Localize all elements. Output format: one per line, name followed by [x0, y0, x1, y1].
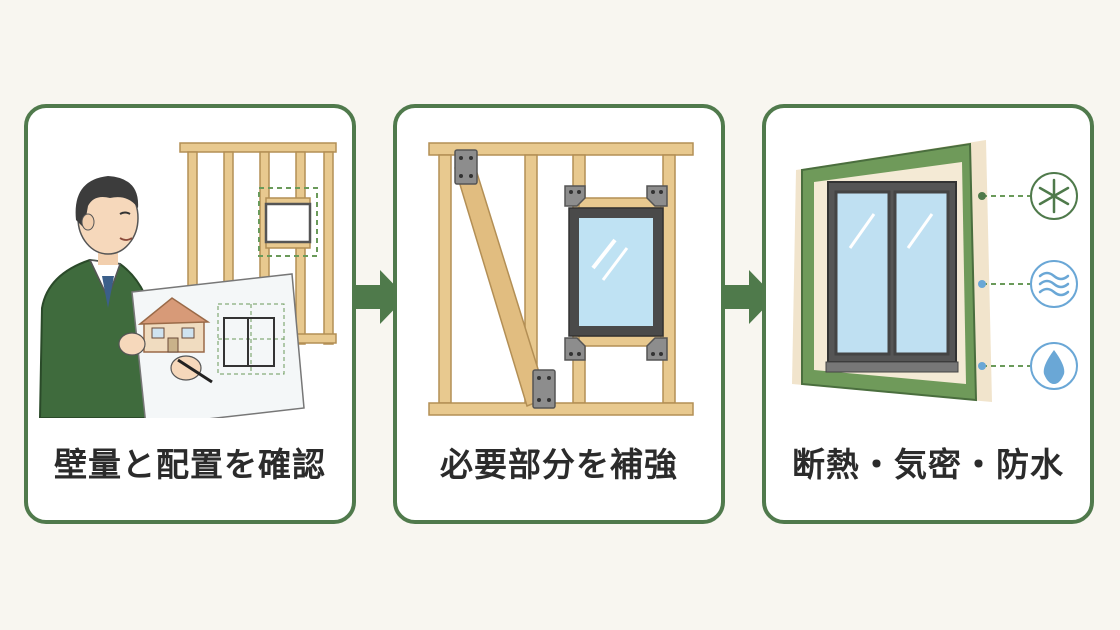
step-card-3: 断熱・気密・防水 — [762, 104, 1094, 524]
window-insulation-illustration — [792, 140, 1078, 402]
inspector-illustration — [38, 142, 337, 418]
water-drop-icon — [1030, 342, 1078, 390]
step-card-2: 必要部分を補強 — [393, 104, 725, 524]
step-card-1: 壁量と配置を確認 — [24, 104, 356, 524]
snowflake-icon — [1030, 172, 1078, 220]
reinforcement-illustration — [428, 142, 694, 416]
insulated-window — [801, 142, 978, 402]
blueprint-sheet — [131, 273, 305, 418]
step-label: 必要部分を補強 — [440, 445, 678, 484]
step-label: 壁量と配置を確認 — [54, 445, 326, 484]
reinforced-frame — [428, 142, 694, 416]
step-label: 断熱・気密・防水 — [792, 445, 1064, 484]
inspector-person — [38, 176, 170, 418]
wind-wave-icon — [1030, 260, 1078, 308]
